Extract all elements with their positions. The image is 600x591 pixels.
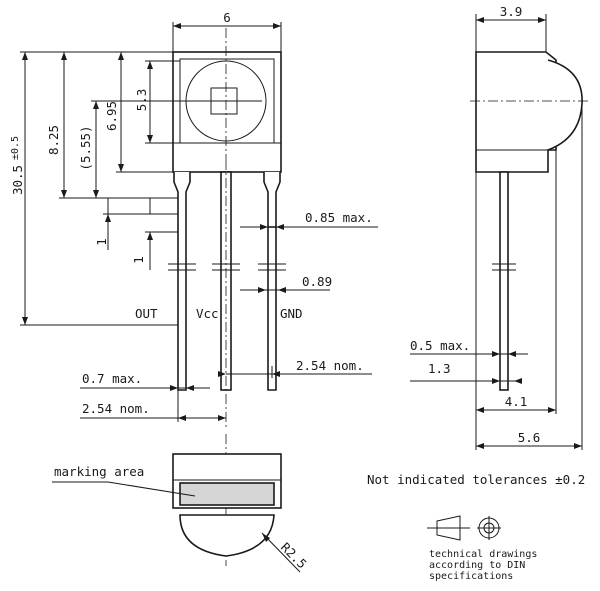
side-lead [499,171,509,391]
bottom-view: marking area R2.5 [52,434,310,573]
bottom-dome [179,514,275,557]
dim-side-lead-1-label: 0.5 max. [410,338,470,353]
tolerance-note: Not indicated tolerances ±0.2 [367,472,585,487]
dim-5-6: 5.6 [476,104,583,450]
dim-lead-tip-label: 0.7 max. [82,371,142,386]
dim-6-95-label: 6.95 [104,101,119,131]
dim-depth-label: 3.9 [500,4,523,19]
dim-8-25: 8.25 [46,51,178,199]
dim-pitch-right-label: 2.54 nom. [296,358,364,373]
radius-callout: R2.5 [261,532,310,573]
lead-out [173,172,191,391]
dim-depth: 3.9 [475,4,547,52]
pin-label-gnd: GND [280,306,303,321]
dim-4-1-label: 4.1 [505,394,528,409]
dim-4-1: 4.1 [475,150,557,450]
dim-5-55: (5.55) [78,100,190,198]
front-view: 6 5.3 6.95 (5.55) 8.2 [10,10,378,430]
notes: Not indicated tolerances ±0.2 technical … [367,472,585,582]
marking-area-label: marking area [54,464,144,479]
lead-break-marks [168,263,286,271]
marking-area-callout: marking area [52,464,196,497]
dim-lead-tip: 0.7 max. [80,371,210,391]
din-note-line-2: according to DIN [429,560,525,571]
lead-gnd [263,172,281,391]
dim-side-lead-2-label: 1.3 [428,361,451,376]
dim-lead-width: 0.89 [240,274,332,293]
dim-step-upper: 1 [94,198,178,250]
side-lens-dome [547,59,583,151]
din-note-line-1: technical drawings [429,549,537,560]
dim-pitch-right: 2.54 nom. [218,358,372,378]
pin-label-out: OUT [135,306,158,321]
dim-window-label: 5.3 [134,89,149,112]
dim-6-95: 6.95 [104,51,173,173]
dim-window: 5.3 [134,60,180,144]
dim-pitch-left: 2.54 nom. [80,390,226,422]
dim-step-upper-label: 1 [94,238,109,246]
dim-total-height-label: 30.5 [10,165,25,195]
projection-symbol-icon [427,515,501,541]
dim-width: 6 [172,10,282,52]
side-body [475,51,557,173]
dim-lead-thickness-label: 0.85 max. [305,210,373,225]
side-view: 3.9 0.5 max. 1.3 4.1 5.6 [410,4,590,450]
marking-area [179,482,275,506]
radius-label: R2.5 [278,540,310,572]
dim-side-lead-2: 1.3 [410,361,522,384]
dim-5-55-label: (5.55) [78,125,93,170]
dim-step-lower-label: 1 [131,256,146,264]
dim-5-6-label: 5.6 [518,430,541,445]
dim-total-height-tol: ±0.5 [10,136,21,160]
package-body [172,51,282,173]
din-note-line-3: specifications [429,571,513,582]
dim-step-lower: 1 [131,198,178,270]
dim-total-height: 30.5 ±0.5 [10,51,178,326]
dim-side-lead-1: 0.5 max. [410,338,528,357]
dim-lead-width-label: 0.89 [302,274,332,289]
pin-label-vcc: Vcc [196,306,219,321]
dim-pitch-left-label: 2.54 nom. [82,401,150,416]
dim-8-25-label: 8.25 [46,125,61,155]
dim-width-label: 6 [223,10,231,25]
dim-lead-thickness: 0.85 max. [240,210,378,230]
